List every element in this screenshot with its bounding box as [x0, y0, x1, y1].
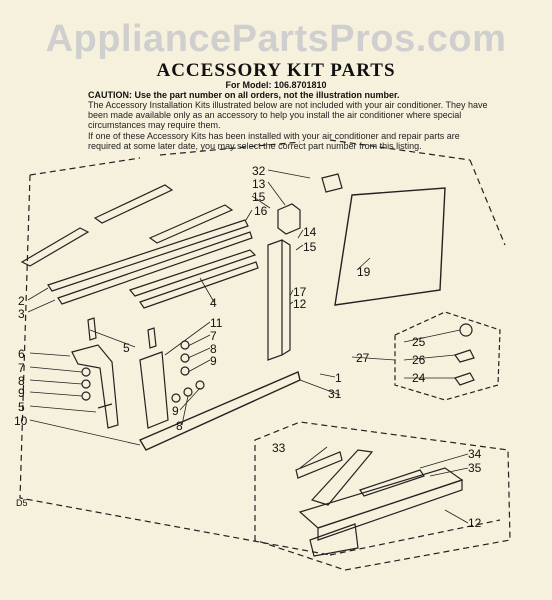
tray-12b — [317, 479, 463, 541]
rail-part-4b — [139, 261, 259, 309]
callout-3: 3 — [18, 307, 25, 321]
callout-15b: 15 — [303, 240, 317, 254]
bar-10 — [138, 371, 301, 451]
callout-2: 2 — [18, 294, 25, 308]
washer-extra — [171, 393, 181, 403]
bolt-lower-left — [97, 403, 113, 409]
washer-7b — [180, 340, 190, 350]
callout-32: 32 — [252, 164, 266, 178]
strip-34 — [359, 469, 425, 497]
caution-text: CAUTION: Use the part number on all orde… — [88, 90, 400, 100]
bracket-6 — [71, 344, 119, 429]
kit-27-outline — [394, 311, 501, 401]
callout-35: 35 — [468, 461, 482, 475]
intro-paragraph: The Accessory Installation Kits illustra… — [88, 100, 488, 130]
callout-14: 14 — [303, 225, 317, 239]
corner-label: D5 — [16, 498, 28, 508]
callout-16: 16 — [254, 204, 268, 218]
clip-24 — [454, 372, 475, 386]
callout-12: 12 — [293, 297, 307, 311]
callout-5: 5 — [123, 341, 130, 355]
kit-31-box — [254, 421, 511, 571]
rail-upper-left — [20, 227, 90, 267]
seal-33b — [310, 449, 374, 506]
washer-8c — [183, 387, 193, 397]
callout-9b: 9 — [18, 386, 25, 400]
washer-8b — [180, 353, 190, 363]
washer-9b — [180, 366, 190, 376]
post-17 — [267, 239, 291, 361]
rail-upper-right — [148, 204, 234, 244]
callout-9c: 9 — [172, 404, 179, 418]
callout-13: 13 — [252, 177, 266, 191]
seal-33 — [295, 451, 343, 479]
callout-1: 1 — [335, 371, 342, 385]
callout-19: 19 — [357, 265, 371, 279]
callout-7: 7 — [210, 329, 217, 343]
callout-8c: 8 — [176, 419, 183, 433]
kit-outline-top — [159, 139, 471, 161]
callout-25: 25 — [412, 335, 426, 349]
washer-9c — [195, 380, 205, 390]
kit-outline — [19, 157, 506, 556]
callout-11: 11 — [210, 316, 223, 330]
page-title: ACCESSORY KIT PARTS — [156, 60, 396, 81]
block-32 — [321, 173, 343, 193]
panel-19 — [334, 187, 446, 306]
strip-35 — [309, 523, 359, 557]
bracket-11 — [139, 351, 169, 429]
callout-8: 8 — [210, 342, 217, 356]
callout-9: 9 — [210, 354, 217, 368]
washer-7a — [81, 367, 91, 377]
callout-6: 6 — [18, 347, 25, 361]
callout-5b: 5 — [18, 400, 25, 414]
callout-27: 27 — [356, 351, 370, 365]
clip-26 — [454, 349, 475, 363]
washer-8a — [81, 379, 91, 389]
callout-7b: 7 — [18, 361, 25, 375]
callout-15: 15 — [252, 190, 266, 204]
watermark: AppliancePartsPros.com — [45, 18, 507, 60]
callout-33: 33 — [272, 441, 286, 455]
callout-17: 17 — [293, 285, 307, 299]
callout-8b: 8 — [18, 374, 25, 388]
leader-lines — [27, 169, 469, 524]
rail-channel-b — [57, 231, 253, 305]
callout-31: 31 — [328, 387, 342, 401]
rail-channel-a — [47, 219, 249, 292]
callout-26: 26 — [412, 353, 426, 367]
bolt-middle — [147, 327, 157, 349]
callout-12b: 12 — [468, 516, 482, 530]
callout-34: 34 — [468, 447, 482, 461]
rail-part-4 — [128, 249, 257, 297]
bolt-left — [87, 317, 97, 341]
model-line: For Model: 106.8701810 — [225, 80, 327, 90]
knob-25 — [459, 323, 473, 337]
rail-upper-middle — [93, 184, 174, 224]
callout-24: 24 — [412, 371, 426, 385]
callout-10: 10 — [14, 414, 28, 428]
callout-4: 4 — [210, 296, 217, 310]
washer-9a — [81, 391, 91, 401]
bracket-13 — [277, 203, 301, 235]
